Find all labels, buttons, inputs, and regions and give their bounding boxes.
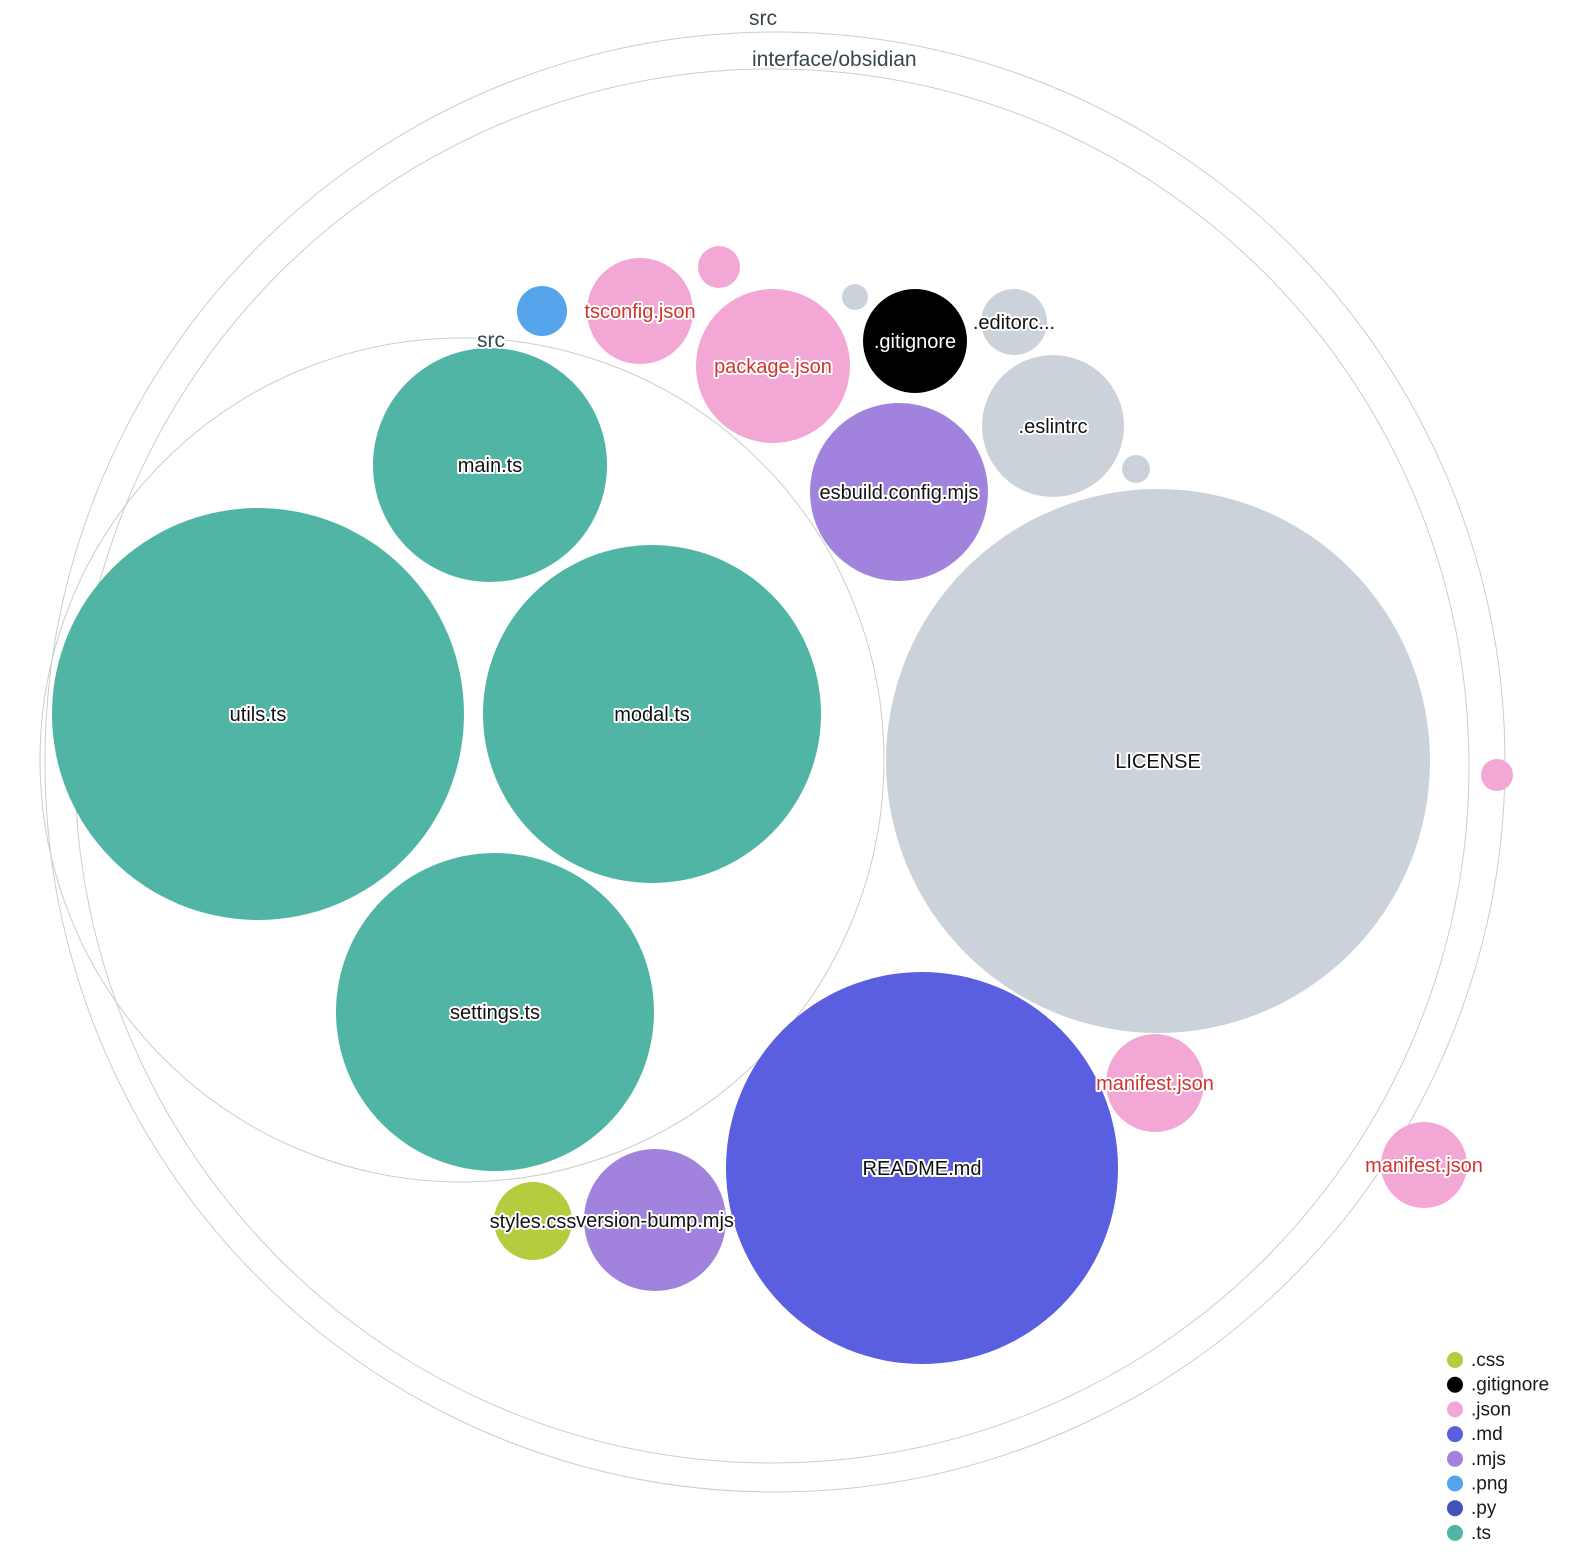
file-bubble-gitignore[interactable]	[863, 289, 967, 393]
file-bubble-manifest-json-inner[interactable]	[1106, 1034, 1204, 1132]
file-label-manifest-json-outer: manifest.json	[1365, 1155, 1483, 1177]
file-bubble-eslintrc-dot[interactable]	[1122, 455, 1150, 483]
legend-label-png: .png	[1471, 1474, 1508, 1495]
file-label-version-bump-mjs: version-bump.mjs	[576, 1210, 734, 1232]
file-bubble-main-ts[interactable]	[373, 348, 607, 582]
file-bubble-modal-ts[interactable]	[483, 545, 821, 883]
legend-label-py: .py	[1471, 1498, 1497, 1519]
file-label-editorconfig: .editorc...	[973, 312, 1055, 334]
file-bubble-styles-css[interactable]	[494, 1182, 572, 1260]
file-label-license: LICENSE	[1115, 751, 1201, 773]
legend-dot-gitignore	[1447, 1376, 1463, 1393]
file-bubble-png-dot[interactable]	[517, 286, 567, 336]
legend-item-css: .css	[1447, 1350, 1505, 1371]
file-label-tsconfig-json: tsconfig.json	[584, 301, 695, 323]
file-bubble-eslintrc[interactable]	[982, 355, 1124, 497]
legend-item-mjs: .mjs	[1447, 1449, 1506, 1470]
legend-item-py: .py	[1447, 1498, 1497, 1519]
folder-label-root: src	[749, 7, 777, 30]
file-label-styles-css: styles.css	[490, 1211, 577, 1233]
folder-label-src: src	[477, 329, 505, 352]
file-label-gitignore: .gitignore	[874, 331, 956, 353]
legend-dot-css	[1447, 1352, 1463, 1368]
folder-label-interface-obsidian: interface/obsidian	[752, 48, 917, 71]
legend-dot-json	[1447, 1401, 1463, 1418]
file-label-package-json: package.json	[714, 356, 832, 378]
legend-dot-py	[1447, 1500, 1463, 1517]
file-bubble-manifest-json-outer[interactable]	[1381, 1122, 1467, 1208]
file-label-manifest-json-inner: manifest.json	[1096, 1073, 1214, 1095]
legend-item-png: .png	[1447, 1474, 1508, 1495]
legend-label-gitignore: .gitignore	[1471, 1375, 1549, 1396]
file-label-readme-md: README.md	[863, 1158, 982, 1180]
file-bubble-readme-md[interactable]	[726, 972, 1118, 1364]
file-label-settings-ts: settings.ts	[450, 1002, 540, 1024]
file-label-eslintrc: .eslintrc	[1019, 416, 1088, 438]
file-bubble-json-dot[interactable]	[698, 246, 740, 288]
legend-item-ts: .ts	[1447, 1523, 1491, 1544]
file-bubble-utils-ts[interactable]	[52, 508, 464, 920]
file-label-utils-ts: utils.ts	[230, 704, 287, 726]
legend-item-gitignore: .gitignore	[1447, 1375, 1549, 1396]
legend-label-mjs: .mjs	[1471, 1449, 1506, 1470]
legend-label-json: .json	[1471, 1399, 1511, 1420]
file-bubble-outer-json-dot[interactable]	[1481, 759, 1513, 791]
legend-dot-md	[1447, 1426, 1463, 1443]
file-label-main-ts: main.ts	[458, 455, 522, 477]
file-bubble-tsconfig-json[interactable]	[587, 258, 693, 364]
legend-item-md: .md	[1447, 1424, 1503, 1445]
legend-label-md: .md	[1471, 1424, 1503, 1445]
legend-dot-mjs	[1447, 1450, 1463, 1467]
legend-label-ts: .ts	[1471, 1523, 1491, 1544]
legend-dot-png	[1447, 1475, 1463, 1492]
file-bubble-esbuild-config-mjs[interactable]	[810, 403, 988, 581]
file-label-esbuild-config-mjs: esbuild.config.mjs	[820, 482, 979, 504]
file-bubble-version-bump-mjs[interactable]	[584, 1149, 726, 1291]
folder-circle-src[interactable]	[39, 337, 885, 1183]
file-bubble-package-json[interactable]	[696, 289, 850, 443]
legend-item-json: .json	[1447, 1399, 1511, 1420]
file-bubble-editorconfig[interactable]	[981, 289, 1047, 355]
legend-label-css: .css	[1471, 1350, 1505, 1371]
file-bubble-license[interactable]	[886, 489, 1430, 1033]
file-bubble-gitignore-dot[interactable]	[842, 284, 868, 310]
file-label-modal-ts: modal.ts	[614, 704, 690, 726]
legend-dot-ts	[1447, 1524, 1463, 1541]
file-bubble-settings-ts[interactable]	[336, 853, 654, 1171]
